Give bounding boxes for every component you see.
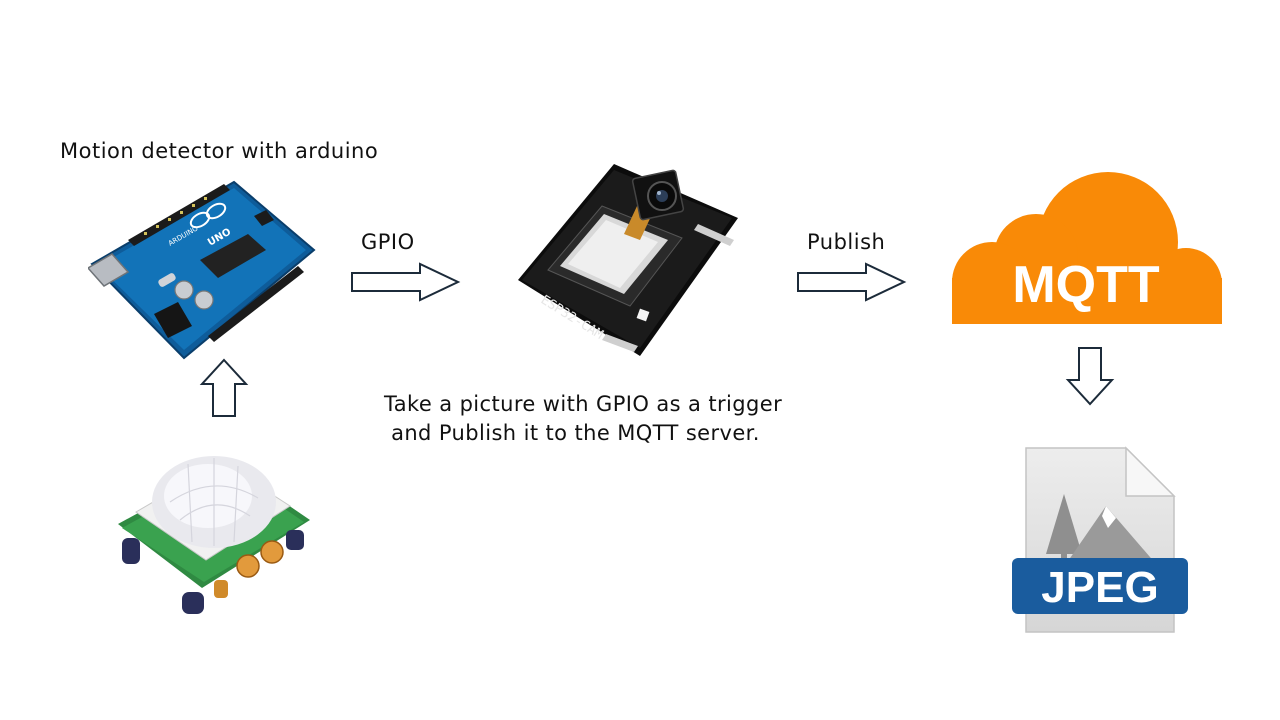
arrow-up-icon bbox=[198, 358, 250, 420]
pir-sensor-icon bbox=[110, 442, 316, 620]
publish-label: Publish bbox=[807, 230, 886, 254]
jpeg-file-icon: JPEG bbox=[1008, 444, 1194, 636]
esp32-cam-icon: ESP32-CAM bbox=[512, 160, 744, 360]
motion-detector-title: Motion detector with arduino bbox=[60, 139, 379, 163]
arduino-board-icon: UNO ARDUINO bbox=[88, 176, 318, 366]
mqtt-text: MQTT bbox=[1012, 256, 1160, 314]
jpeg-text: JPEG bbox=[1041, 563, 1158, 612]
arrow-down-icon bbox=[1064, 346, 1116, 408]
gpio-label: GPIO bbox=[361, 230, 415, 254]
arrow-right-icon bbox=[796, 262, 908, 302]
mqtt-cloud-icon: MQTT bbox=[948, 170, 1224, 330]
arrow-right-icon bbox=[350, 262, 462, 302]
caption-line-1: Take a picture with GPIO as a trigger bbox=[384, 392, 783, 416]
caption-line-2: and Publish it to the MQTT server. bbox=[384, 421, 760, 445]
